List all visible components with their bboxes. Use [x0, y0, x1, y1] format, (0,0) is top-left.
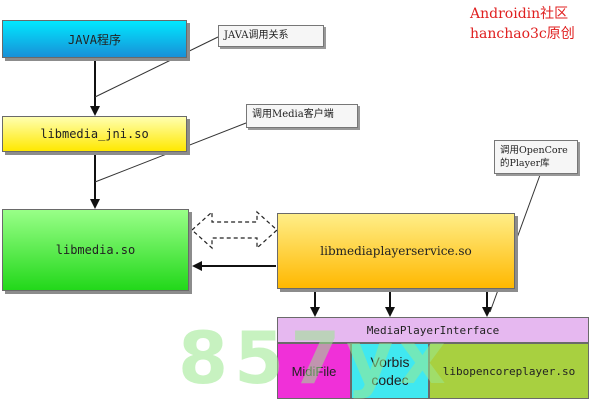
midifile-label: MidiFile	[291, 363, 337, 379]
libmedia-jni-box: libmedia_jni.so	[2, 116, 187, 152]
libmedia-label: libmedia.so	[55, 243, 136, 257]
watermark-line-2: hanchao3c原创	[470, 26, 575, 42]
mediaplayer-interface-box: MediaPlayerInterface	[277, 317, 589, 343]
watermark-line-1: Androidin社区	[470, 6, 569, 22]
watermark-top: Androidin社区 hanchao3c原创	[470, 4, 575, 44]
note-line-java	[94, 36, 219, 98]
libmedia-jni-label: libmedia_jni.so	[40, 127, 149, 141]
midifile-box: MidiFile	[277, 343, 351, 399]
note-opencore-player: 调用OpenCore的Player库	[494, 140, 578, 174]
java-program-box: JAVA程序	[2, 20, 187, 58]
note-media-client-text: 调用Media客户端	[252, 109, 334, 120]
libmedia-box: libmedia.so	[2, 209, 189, 291]
note-java-relation-text: JAVA调用关系	[224, 30, 289, 41]
note-line-opencore	[489, 174, 541, 313]
mediaplayerservice-box: libmediaplayerservice.so	[277, 213, 515, 289]
note-opencore-player-text: 调用OpenCore的Player库	[500, 145, 568, 169]
vorbis-codec-label: Vorbis codec	[370, 354, 410, 388]
dashed-double-arrow	[191, 210, 278, 250]
note-java-relation: JAVA调用关系	[218, 25, 324, 47]
note-media-client: 调用Media客户端	[246, 104, 358, 128]
java-program-label: JAVA程序	[68, 32, 121, 47]
mediaplayer-interface-label: MediaPlayerInterface	[366, 323, 500, 337]
opencoreplayer-box: libopencoreplayer.so	[429, 343, 589, 399]
mediaplayerservice-label: libmediaplayerservice.so	[320, 244, 472, 258]
opencoreplayer-label: libopencoreplayer.so	[442, 364, 576, 378]
note-line-media	[94, 122, 247, 183]
vorbis-codec-box: Vorbis codec	[351, 343, 429, 399]
